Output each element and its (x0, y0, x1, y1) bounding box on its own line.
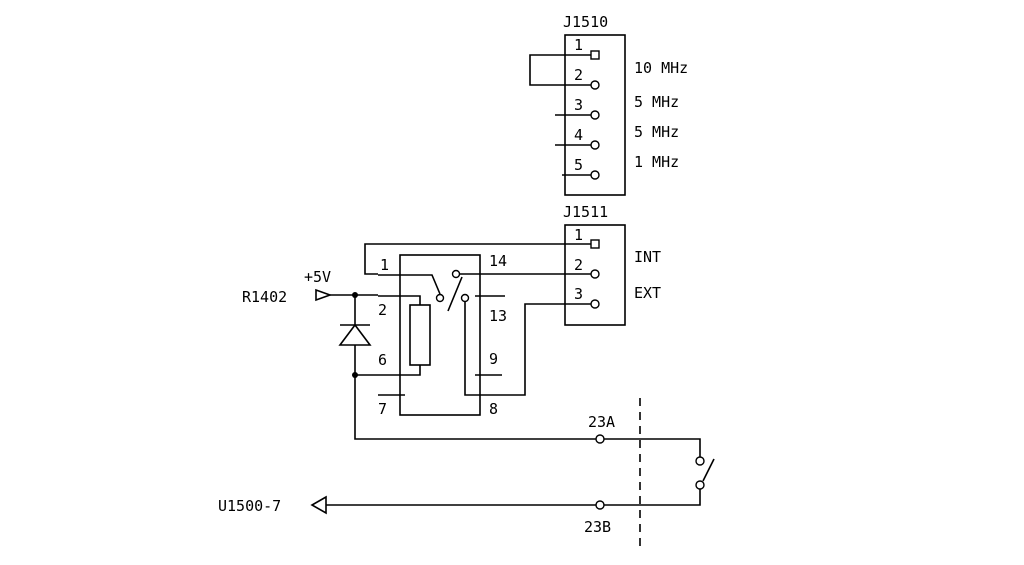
relay-pin-14: 14 (489, 252, 507, 270)
relay-pin-1: 1 (380, 256, 389, 274)
j1511-ref: J1511 (563, 203, 608, 221)
j1510-label-5mhz-a: 5 MHz (634, 93, 679, 111)
terminal-23a-label: 23A (588, 413, 615, 431)
terminal-23b (595, 500, 605, 510)
relay-switch-arm (447, 276, 463, 312)
j1511-pin3-terminal (590, 299, 600, 309)
relay-pin-8: 8 (489, 400, 498, 418)
relay-pin-7: 7 (378, 400, 387, 418)
j1511-pin-1: 1 (574, 226, 583, 244)
j1510-ref: J1510 (563, 13, 608, 31)
relay-pin-2: 2 (378, 301, 387, 319)
j1511-label-int: INT (634, 248, 661, 266)
diode (338, 295, 372, 378)
terminal-23b-label: 23B (584, 518, 611, 536)
connector-j1510: J1510 1 2 3 4 5 10 MHz 5 MHz 5 MHz 1 MHz (529, 13, 688, 196)
wire-to-23a (354, 375, 596, 440)
j1510-pin3-terminal (590, 110, 600, 120)
relay-body (399, 254, 481, 416)
j1511-pin-3: 3 (574, 285, 583, 303)
switch-contact-top (695, 456, 705, 466)
j1510-pin2-terminal (590, 80, 600, 90)
switch-contact-bottom (695, 480, 705, 490)
j1510-pin5-terminal (590, 170, 600, 180)
int-loop-wire (364, 243, 591, 275)
j1510-label-10mhz: 10 MHz (634, 59, 688, 77)
coil-top-lead (378, 295, 421, 305)
relay: 1 2 6 7 14 13 9 8 (355, 252, 591, 418)
switch-blade (702, 458, 715, 482)
relay-pin-13: 13 (489, 307, 507, 325)
j1511-pin1-terminal (590, 239, 600, 249)
j1511-pin-2: 2 (574, 256, 583, 274)
source-label: R1402 (242, 288, 287, 306)
relay-pin-9: 9 (489, 350, 498, 368)
j1510-pin4-terminal (590, 140, 600, 150)
j1510-pin-4: 4 (574, 126, 583, 144)
external-switch-circuit: 23A 23B U1500-7 (218, 375, 715, 548)
power-input: +5V R1402 (242, 268, 378, 306)
j1511-pin2-terminal (590, 269, 600, 279)
wire-switch-to-23b (604, 489, 701, 506)
relay-contact-nc-left (435, 293, 445, 303)
j1511-label-ext: EXT (634, 284, 661, 302)
wire-23a-to-switch (604, 438, 701, 457)
output-label: U1500-7 (218, 497, 281, 515)
coil-bottom-lead (355, 365, 421, 376)
relay-pin1-wire (378, 274, 441, 295)
j1510-pin1-terminal (590, 50, 600, 60)
j1510-pin-1: 1 (574, 36, 583, 54)
j1510-pin-2: 2 (574, 66, 583, 84)
output-arrow (310, 495, 327, 515)
j1510-label-1mhz: 1 MHz (634, 153, 679, 171)
j1510-label-5mhz-b: 5 MHz (634, 123, 679, 141)
j1510-pin-5: 5 (574, 156, 583, 174)
relay-coil (409, 304, 431, 366)
relay-pin-6: 6 (378, 351, 387, 369)
diode-triangle (338, 323, 372, 346)
connector-j1511: J1511 1 2 3 INT EXT (563, 203, 661, 326)
terminal-23a (595, 434, 605, 444)
j1510-jumper-wire (529, 54, 591, 86)
relay-contact-right (460, 293, 470, 303)
j1511-body (564, 224, 626, 326)
j1510-pin-3: 3 (574, 96, 583, 114)
input-arrow (315, 288, 333, 302)
relay-contact-common (451, 269, 461, 279)
relay-pin8-wire (464, 302, 591, 396)
supply-label: +5V (304, 268, 331, 286)
